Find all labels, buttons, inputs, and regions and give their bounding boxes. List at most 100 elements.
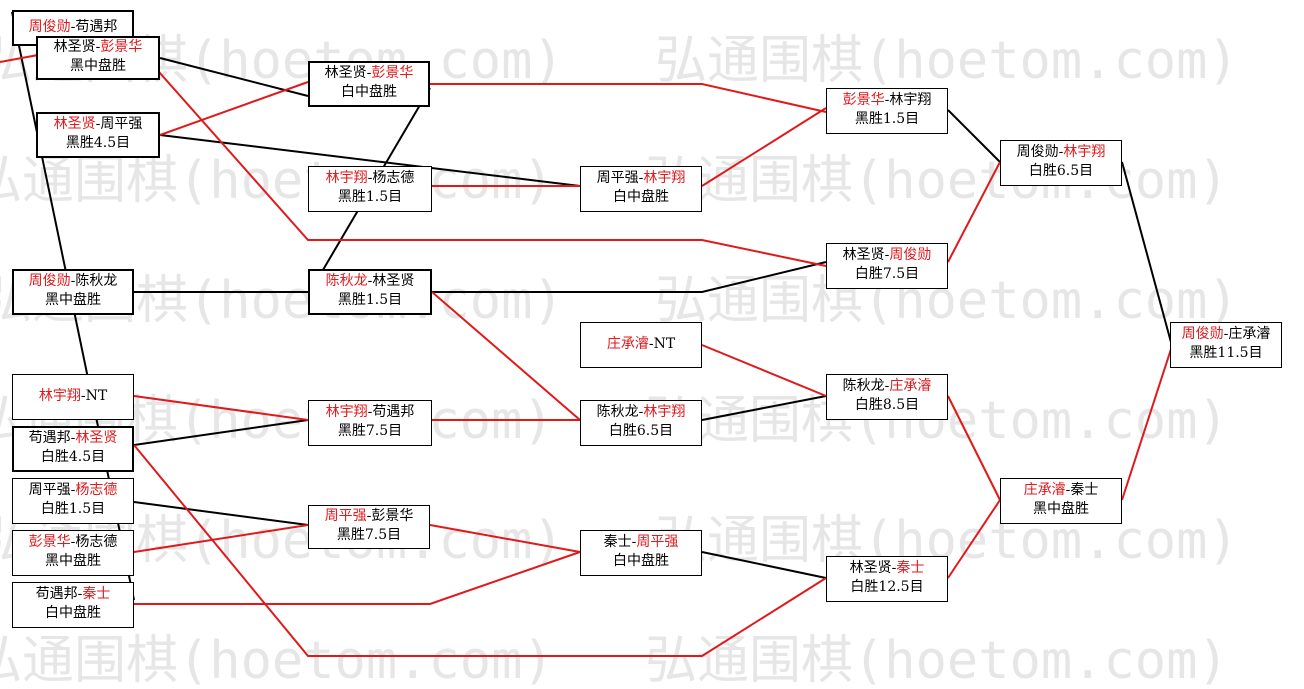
match-r4b: 林圣贤-周俊勋白胜7.5目 <box>826 243 948 289</box>
player-name: 周俊勋 <box>889 247 932 263</box>
match-pairing: 苟遇邦-林圣贤 <box>28 430 118 446</box>
match-m4: 周俊勋-陈秋龙黑中盘胜 <box>12 269 134 315</box>
player-name: 杨志德 <box>75 534 118 550</box>
connector-line <box>134 261 827 293</box>
player-name: 周俊勋 <box>1181 326 1224 342</box>
match-pairing: 周平强-杨志德 <box>28 482 118 498</box>
connector-line <box>1121 161 1173 347</box>
connector-line <box>430 83 827 113</box>
connector-line <box>0 54 39 63</box>
match-result: 白中盘胜 <box>341 84 397 100</box>
player-name: 苟遇邦 <box>372 404 415 420</box>
match-r3c: 陈秋龙-林宇翔白胜6.5目 <box>580 400 702 446</box>
match-pairing: 林圣贤-彭景华 <box>324 65 414 81</box>
match-pairing: 庄承濬-秦士 <box>1023 482 1099 498</box>
player-name: 陈秋龙 <box>842 378 885 394</box>
match-m5: 林宇翔-NT <box>12 374 134 420</box>
match-result: 黑胜1.5目 <box>337 292 403 308</box>
match-r4d: 林圣贤-秦士白胜12.5目 <box>826 556 948 602</box>
match-result: 黑中盘胜 <box>70 58 126 74</box>
match-final: 周俊勋-庄承濬黑胜11.5目 <box>1170 322 1282 368</box>
match-r2d: 林宇翔-苟遇邦黑胜7.5目 <box>308 400 432 446</box>
watermark-text: 弘通围棋(hoetom.com) <box>645 631 1229 689</box>
connector-line <box>947 161 1001 263</box>
match-result: 白胜7.5目 <box>854 266 920 282</box>
connector-line <box>119 27 827 267</box>
connector-line <box>133 501 309 526</box>
match-pairing: 彭景华-杨志德 <box>28 534 118 550</box>
match-result: 黑中盘胜 <box>45 553 101 569</box>
match-r2e: 周平强-彭景华黑胜7.5目 <box>308 505 430 549</box>
match-result: 黑胜7.5目 <box>336 527 402 543</box>
connector-line <box>134 551 581 605</box>
player-name: 庄承濬 <box>1023 482 1066 498</box>
player-name: 林圣贤 <box>53 116 96 132</box>
match-r2c: 陈秋龙-林圣贤黑胜1.5目 <box>308 269 432 315</box>
watermark-text: 弘通围棋(hoetom.com) <box>0 151 554 211</box>
connector-line <box>701 395 827 421</box>
match-result: 黑中盘胜 <box>45 292 101 308</box>
player-name: 林圣贤 <box>75 430 118 446</box>
match-r5a: 周俊勋-林宇翔白胜6.5目 <box>1000 140 1122 186</box>
player-name: 周平强 <box>100 116 143 132</box>
player-name: 陈秋龙 <box>325 273 368 289</box>
match-pairing: 林圣贤-彭景华 <box>53 39 143 55</box>
player-name: 秦士 <box>82 586 111 602</box>
match-m8: 彭景华-杨志德黑中盘胜 <box>12 530 134 576</box>
player-name: 周平强 <box>596 170 639 186</box>
match-pairing: 周平强-林宇翔 <box>596 170 686 186</box>
player-name: 苟遇邦 <box>35 586 78 602</box>
player-name: NT <box>653 336 676 352</box>
player-name: 秦士 <box>896 560 925 576</box>
match-r2a: 林圣贤-彭景华白中盘胜 <box>308 61 430 107</box>
match-result: 黑胜4.5目 <box>65 135 131 151</box>
player-name: 林宇翔 <box>643 404 686 420</box>
player-name: 陈秋龙 <box>75 273 118 289</box>
match-pairing: 林宇翔-苟遇邦 <box>325 404 415 420</box>
match-pairing: 周俊勋-庄承濬 <box>1181 326 1271 342</box>
connector-line <box>1121 345 1173 501</box>
player-name: 林圣贤 <box>849 560 892 576</box>
match-r4a: 彭景华-林宇翔黑胜1.5目 <box>826 88 948 134</box>
match-pairing: 林圣贤-周平强 <box>53 116 143 132</box>
player-name: 周俊勋 <box>1016 144 1059 160</box>
connector-line <box>947 395 1001 501</box>
match-pairing: 陈秋龙-林圣贤 <box>325 273 415 289</box>
connector-line <box>429 524 581 553</box>
match-pairing: 周俊勋-陈秋龙 <box>28 273 118 289</box>
match-result: 白胜8.5目 <box>854 397 920 413</box>
connector-line <box>159 57 309 97</box>
match-r2b: 林宇翔-杨志德黑胜1.5目 <box>308 166 432 212</box>
match-pairing: 陈秋龙-庄承濬 <box>842 378 932 394</box>
match-r5b: 庄承濬-秦士黑中盘胜 <box>1000 478 1122 524</box>
watermark-text: 弘通围棋(hoetom.com) <box>0 631 554 689</box>
player-name: 周平强 <box>636 534 679 550</box>
player-name: 林宇翔 <box>325 404 368 420</box>
player-name: 周俊勋 <box>28 273 71 289</box>
match-pairing: 周俊勋-苟遇邦 <box>28 19 118 35</box>
match-pairing: 苟遇邦-秦士 <box>35 586 111 602</box>
match-result: 黑胜1.5目 <box>337 189 403 205</box>
player-name: 杨志德 <box>372 170 415 186</box>
player-name: 周平强 <box>324 508 367 524</box>
match-r4c: 陈秋龙-庄承濬白胜8.5目 <box>826 374 948 420</box>
player-name: 林宇翔 <box>643 170 686 186</box>
player-name: 庄承濬 <box>606 336 649 352</box>
player-name: 彭景华 <box>371 508 414 524</box>
watermark-text: 弘通围棋(hoetom.com) <box>655 31 1239 91</box>
player-name: 林圣贤 <box>372 273 415 289</box>
connector-line <box>947 109 1001 163</box>
player-name: 彭景华 <box>28 534 71 550</box>
connector-line <box>701 551 827 579</box>
connector-line <box>133 524 309 553</box>
connector-line <box>133 419 309 446</box>
connector-line <box>701 107 827 187</box>
match-pairing: 林宇翔-NT <box>38 388 108 404</box>
player-name: 林宇翔 <box>889 92 932 108</box>
match-pairing: 陈秋龙-林宇翔 <box>596 404 686 420</box>
match-result: 白胜1.5目 <box>40 501 106 517</box>
player-name: 周俊勋 <box>28 19 71 35</box>
connector-line <box>431 291 581 421</box>
match-result: 黑胜7.5目 <box>337 423 403 439</box>
match-pairing: 秦士-周平强 <box>603 534 679 550</box>
